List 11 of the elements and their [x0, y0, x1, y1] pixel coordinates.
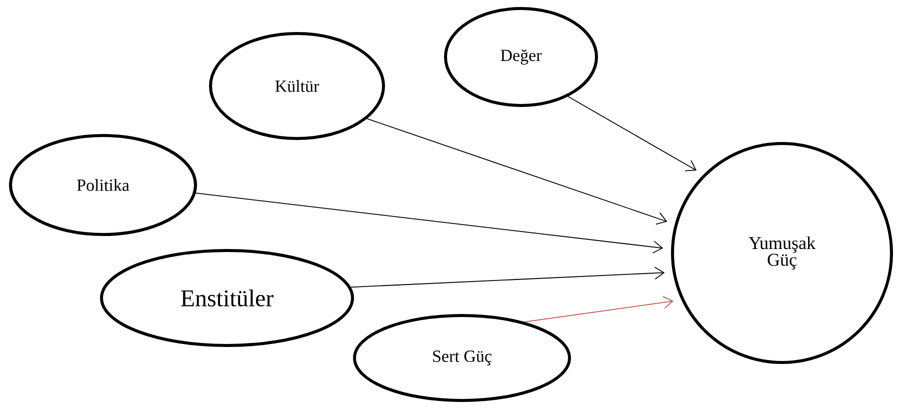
arrow — [568, 96, 697, 172]
ellipse-node: Politika — [9, 134, 197, 236]
arrow — [195, 192, 664, 254]
arrow — [350, 266, 665, 288]
ellipse-node: Değer — [444, 7, 598, 107]
ellipse-node: Kültür — [209, 32, 385, 140]
ellipse-node: Enstitüler — [100, 249, 354, 347]
ellipse-node: Yumuşak Güç — [671, 142, 893, 364]
arrow — [524, 296, 674, 322]
ellipse-node: Sert Güç — [353, 314, 571, 402]
arrow — [366, 118, 668, 225]
